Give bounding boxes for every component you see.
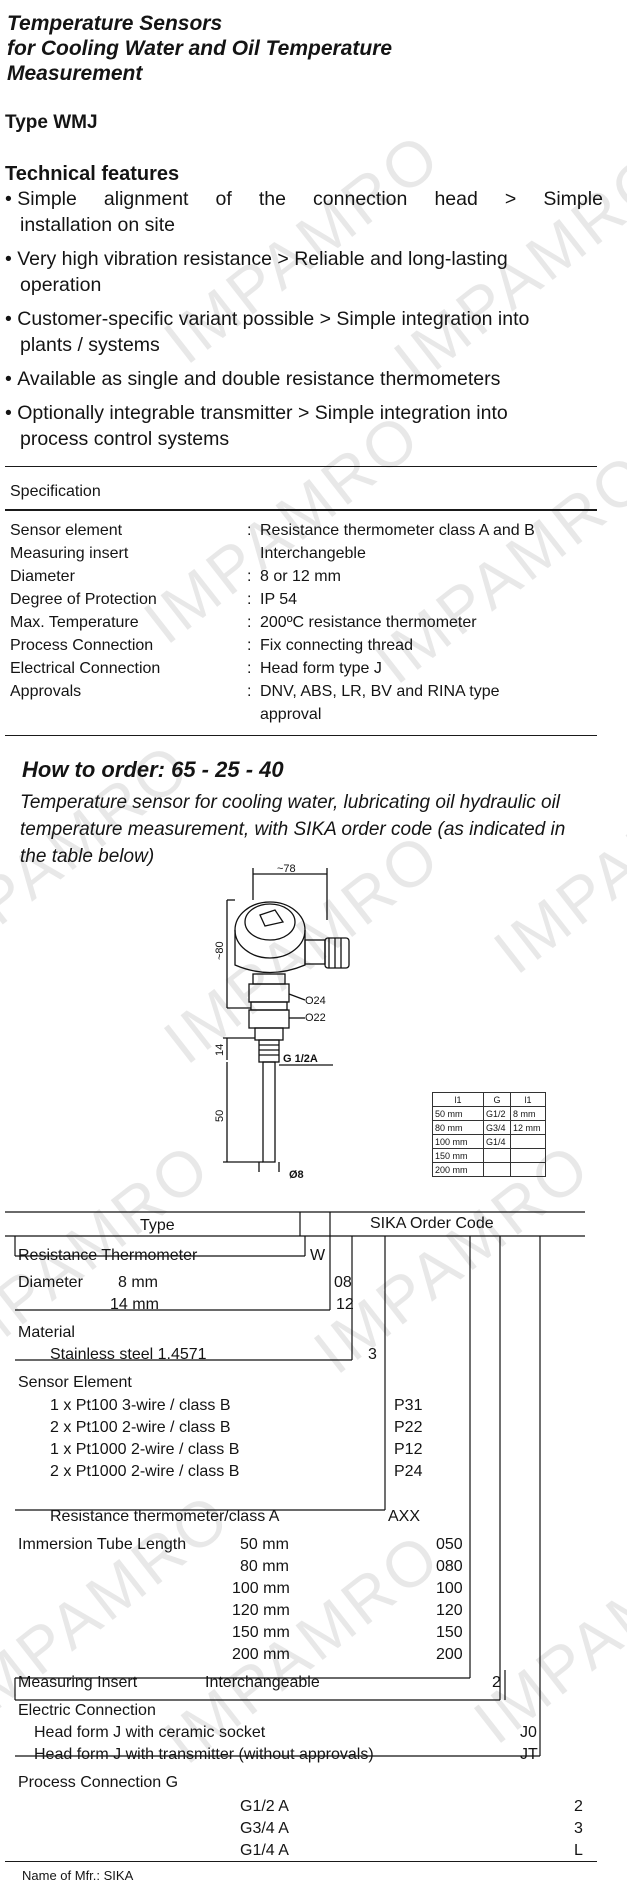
table-row: 150 mm (432, 1148, 546, 1163)
process-code: 3 (574, 1820, 583, 1837)
spec-heading: Specification (10, 483, 101, 500)
type-label: Type WMJ (5, 112, 98, 133)
immersion-label: Immersion Tube Length (18, 1536, 187, 1553)
title-line: for Cooling Water and Oil Temperature (7, 37, 393, 60)
dim-14: 14 (214, 1044, 226, 1056)
diameter-8-code: 08 (334, 1274, 352, 1291)
sensor-item: 1 x Pt100 3-wire / class B (50, 1397, 231, 1414)
title-line: Temperature Sensors (7, 12, 223, 35)
divider (5, 466, 597, 467)
process-code: 2 (574, 1798, 583, 1815)
features-heading: Technical features (5, 163, 180, 185)
diameter-14-code: 12 (336, 1296, 354, 1313)
dim-50: 50 (214, 1110, 226, 1122)
order-code-header: SIKA Order Code (370, 1215, 494, 1232)
spec-row: Max. Temperature:200ºC resistance thermo… (10, 614, 477, 631)
feature-item: • Available as single and double resista… (5, 368, 501, 390)
diameter-14: 14 mm (110, 1296, 159, 1313)
order-description: Temperature sensor for cooling water, lu… (20, 792, 566, 867)
length-code: 080 (436, 1558, 463, 1575)
spec-row: Approvals:DNV, ABS, LR, BV and RINA type (10, 683, 500, 700)
elec-item: Head form J with transmitter (without ap… (34, 1746, 374, 1763)
sensor-element-label: Sensor Element (18, 1374, 132, 1391)
length-code: 050 (436, 1536, 463, 1553)
length-item: 80 mm (240, 1558, 289, 1575)
dim-height: ~80 (214, 941, 226, 960)
rt-code: W (310, 1247, 326, 1264)
class-a-code: AXX (388, 1508, 421, 1525)
elec-code: J0 (520, 1724, 537, 1741)
spec-row: Sensor element:Resistance thermometer cl… (10, 522, 535, 539)
elec-item: Head form J with ceramic socket (34, 1724, 266, 1741)
spec-row: Degree of Protection:IP 54 (10, 591, 298, 608)
sensor-item: 2 x Pt100 2-wire / class B (50, 1419, 231, 1436)
page-title: Temperature Sensors for Cooling Water an… (7, 10, 392, 88)
diameter-label: Ø8 (289, 1169, 304, 1181)
length-item: 200 mm (232, 1646, 290, 1663)
length-code: 150 (436, 1624, 463, 1641)
spec-row: Diameter:8 or 12 mm (10, 568, 341, 585)
sensor-code: P22 (394, 1419, 423, 1436)
electric-connection-label: Electric Connection (18, 1702, 156, 1719)
spec-row: Electrical Connection:Head form type J (10, 660, 382, 677)
process-item: G1/4 A (240, 1842, 289, 1859)
interchangeable-label: Interchangeable (205, 1674, 320, 1691)
feature-item: • Customer-specific variant possible > S… (5, 308, 530, 356)
sensor-item: 1 x Pt1000 2-wire / class B (50, 1441, 240, 1458)
sensor-item: 2 x Pt1000 2-wire / class B (50, 1463, 240, 1480)
process-item: G1/2 A (240, 1798, 289, 1815)
length-item: 50 mm (240, 1536, 289, 1553)
order-type-header: Type (140, 1217, 175, 1234)
material-label: Material (18, 1324, 75, 1341)
length-item: 120 mm (232, 1602, 290, 1619)
divider (5, 735, 597, 736)
sensor-code: P24 (394, 1463, 423, 1480)
class-a-label: Resistance thermometer/class A (50, 1508, 280, 1525)
process-connection-label: Process Connection G (18, 1774, 179, 1791)
title-line: Measurement (7, 62, 143, 85)
length-code: 200 (436, 1646, 463, 1663)
length-item: 150 mm (232, 1624, 290, 1641)
divider (5, 1861, 597, 1862)
nut-label: O22 (305, 1012, 326, 1024)
dim-top: ~78 (277, 863, 296, 875)
nut-label: O24 (305, 995, 326, 1007)
sensor-code: P31 (394, 1397, 423, 1414)
order-code-lines (5, 1211, 585, 1757)
spec-table: Sensor element:Resistance thermometer cl… (10, 519, 600, 726)
table-row: 200 mm (432, 1162, 546, 1177)
sensor-code: P12 (394, 1441, 423, 1458)
divider (5, 509, 597, 511)
feature-item: • Optionally integrable transmitter > Si… (5, 402, 508, 450)
measuring-insert-code: 2 (492, 1674, 501, 1691)
elec-code: JT (520, 1746, 538, 1763)
material-code: 3 (368, 1346, 377, 1363)
resistance-thermometer-label: Resistance Thermometer (18, 1247, 198, 1264)
process-item: G3/4 A (240, 1820, 289, 1837)
measuring-insert-label: Measuring Insert (18, 1674, 138, 1691)
process-code: L (574, 1842, 583, 1859)
length-item: 100 mm (232, 1580, 290, 1597)
spec-row: Process Connection:Fix connecting thread (10, 637, 413, 654)
manufacturer-name: Name of Mfr.: SIKA (22, 1868, 134, 1883)
material-item: Stainless steel 1.4571 (50, 1346, 207, 1363)
thread-label: G 1/2A (283, 1053, 318, 1065)
diameter-8: 8 mm (118, 1274, 158, 1291)
length-code: 120 (436, 1602, 463, 1619)
length-code: 100 (436, 1580, 463, 1597)
sensor-drawing: ~78 ~80 O24 O22 G 1/2A 14 50 Ø8 (214, 863, 350, 1181)
diameter-label: Diameter (18, 1274, 83, 1291)
feature-item: • Very high vibration resistance > Relia… (5, 248, 508, 296)
order-heading: How to order: 65 - 25 - 40 (22, 757, 284, 782)
spec-row: approval (260, 706, 322, 723)
